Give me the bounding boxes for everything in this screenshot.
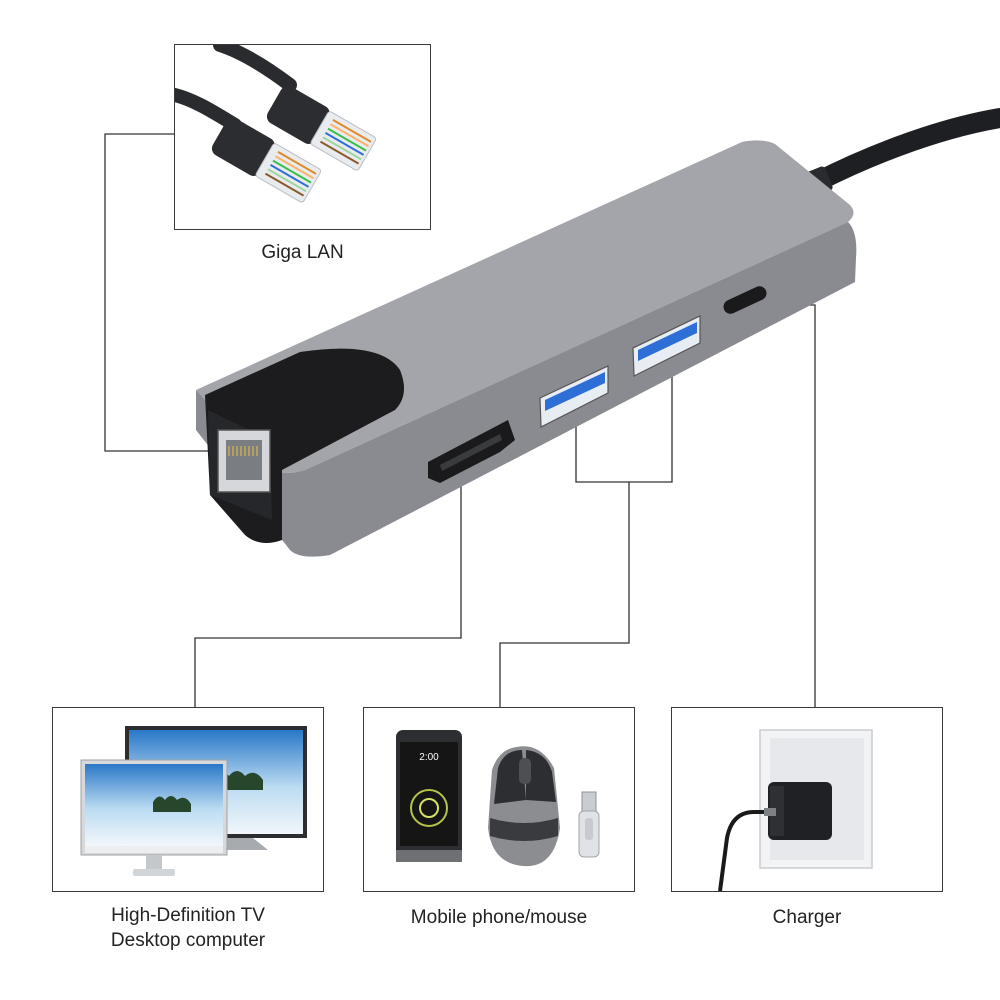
phone-time: 2:00 xyxy=(419,752,439,763)
lan-label: Giga LAN xyxy=(261,242,344,263)
usb-connector-line xyxy=(499,482,630,707)
usb-panel: 2:00 xyxy=(363,707,635,892)
hdmi-label-line2: Desktop computer xyxy=(110,930,266,951)
monitor-tv-icon xyxy=(80,726,307,876)
lan-connector-line xyxy=(104,133,228,452)
hdmi-label-line1: High-Definition TV xyxy=(111,905,265,926)
charger-icon xyxy=(718,729,873,892)
phone-mouse-usb-icon: 2:00 xyxy=(396,730,600,867)
lan-panel xyxy=(168,38,431,230)
usb-label: Mobile phone/mouse xyxy=(410,907,588,928)
hdmi-connector-line xyxy=(194,470,462,707)
charger-panel xyxy=(671,707,943,892)
usb-bracket-line xyxy=(575,352,673,483)
hdmi-panel xyxy=(52,707,324,892)
hub-front-face xyxy=(196,222,857,557)
usb-c-port xyxy=(723,286,767,314)
hdmi-label: High-Definition TV Desktop computer xyxy=(52,903,324,953)
usb-c-cable xyxy=(805,108,1000,193)
ethernet-cable-icon xyxy=(168,38,377,203)
charger-label: Charger xyxy=(772,907,842,928)
